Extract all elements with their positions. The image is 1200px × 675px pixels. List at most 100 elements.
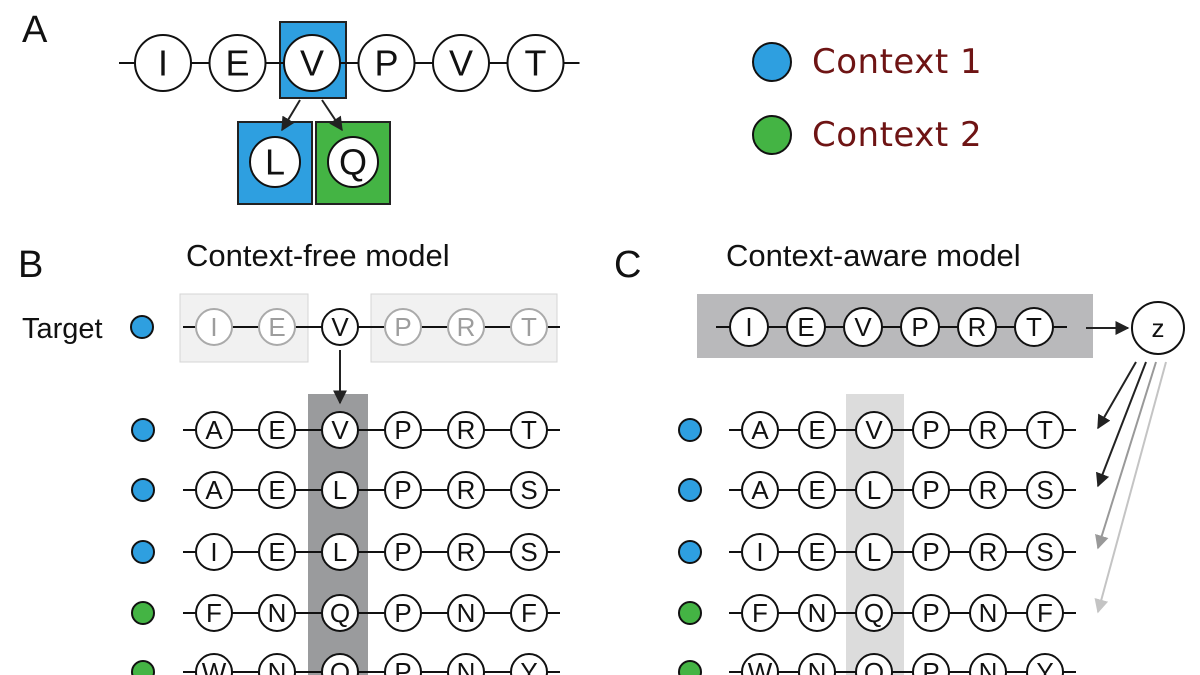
panel-b-row-5-node-1: W [195, 653, 233, 675]
decoder-arrow-2 [1096, 361, 1147, 488]
panel-b-row-5-node-5-letter: N [457, 657, 476, 675]
panel-c-input-sequence-node-4: P [900, 307, 940, 347]
panel-b-row-3-node-4: P [384, 533, 422, 571]
panel-b-row-3-node-3: L [321, 533, 359, 571]
panel-c-row-5-context-dot [678, 660, 702, 675]
panel-c-row-1-node-4-letter: P [922, 415, 939, 445]
panel-c-row-4-node-2-letter: N [808, 598, 827, 628]
panel-c-input-sequence-node-1: I [729, 307, 769, 347]
panel-b-row-3-node-6-circle [510, 533, 548, 571]
panel-c-row-3-node-2-circle [798, 533, 836, 571]
panel-b-row-1-node-1: A [195, 411, 233, 449]
panel-b-row-5-node-3-letter: Q [330, 657, 350, 675]
panel-c-row-1-context-dot [678, 418, 702, 442]
panel-c-row-1-node-6: T [1026, 411, 1064, 449]
panel-b-row-4-node-3: Q [321, 594, 359, 632]
panel-b-row-5-node-2: N [258, 653, 296, 675]
target-sequence-node-3-letter: V [331, 312, 349, 342]
panel-b-row-3-node-1-circle [195, 533, 233, 571]
panel-c-row-5-node-2-letter: N [808, 657, 827, 675]
panel-b-row-5-node-6-circle [510, 653, 548, 675]
panel-b-row-5-node-4: P [384, 653, 422, 675]
panel-a-variant-q-letter: Q [339, 142, 367, 183]
target-sequence-node-6: T [510, 308, 548, 346]
panel-c-row-3-context-dot [678, 540, 702, 564]
legend-label-context2: Context 2 [812, 115, 983, 155]
panel-a-sequence-node-3: V [283, 34, 341, 92]
decoder-arrow-4 [1094, 361, 1167, 614]
panel-b-row-2-node-4-circle [384, 471, 422, 509]
panel-c-row-1-node-6-circle [1026, 411, 1064, 449]
panel-b-row-5-node-4-circle [384, 653, 422, 675]
panel-a-arrow-to-q [321, 99, 343, 132]
panel-b-row-2-node-5-letter: R [457, 475, 476, 505]
panel-b-row-4-node-1-letter: F [206, 598, 222, 628]
panel-c-row-5-node-3-circle [855, 653, 893, 675]
panel-c-row-5-node-2: N [798, 653, 836, 675]
panel-b-row-1-node-5-letter: R [457, 415, 476, 445]
panel-c-row-3-node-5-letter: R [979, 537, 998, 567]
legend-swatch-context1 [752, 42, 792, 82]
panel-b-row-1-node-5: R [447, 411, 485, 449]
panel-a-variant-l-letter: L [265, 142, 285, 183]
panel-c-row-4-node-5: N [969, 594, 1007, 632]
panel-b-row-3-context-dot [131, 540, 155, 564]
panel-b-row-2-node-5-circle [447, 471, 485, 509]
panel-c-row-3-node-4-letter: P [922, 537, 939, 567]
target-sequence-node-5: R [447, 308, 485, 346]
panel-c-row-2-node-2-circle [798, 471, 836, 509]
panel-b-row-1-node-4: P [384, 411, 422, 449]
panel-b-row-5-node-2-letter: N [268, 657, 287, 675]
panel-c-row-2-node-4-circle [912, 471, 950, 509]
panel-c-row-3-node-3-circle [855, 533, 893, 571]
panel-a-sequence-node-6-circle [506, 34, 565, 92]
panel-b-row-2-node-4: P [384, 471, 422, 509]
panel-c-row-4-node-4-circle [912, 594, 950, 632]
panel-b-row-3-node-3-circle [321, 533, 359, 571]
panel-b-row-1-node-2: E [258, 411, 296, 449]
panel-c-row-5-node-1-letter: W [748, 657, 773, 675]
panel-a-variant-q: Q [327, 136, 379, 188]
panel-b-row-5-node-6-letter: Y [520, 657, 537, 675]
target-label: Target [22, 313, 103, 345]
panel-c-input-sequence-node-1-circle [729, 307, 769, 347]
panel-c-row-1-node-6-letter: T [1037, 415, 1053, 445]
panel-b-row-1-node-1-letter: A [205, 415, 223, 445]
panel-c-row-2-node-2: E [798, 471, 836, 509]
panel-b-row-5-node-6: Y [510, 653, 548, 675]
panel-c-row-3-node-3-letter: L [867, 537, 881, 567]
panel-c-row-2-context-dot [678, 478, 702, 502]
panel-a-sequence-node-2-circle [208, 34, 267, 92]
panel-b-row-2-node-1-letter: A [205, 475, 223, 505]
panel-c-row-1-node-1: A [741, 411, 779, 449]
latent-z-letter: z [1152, 313, 1165, 343]
panel-b-row-2-node-2: E [258, 471, 296, 509]
legend-label-context1: Context 1 [812, 42, 983, 82]
panel-b-row-4-node-2-letter: N [268, 598, 287, 628]
panel-b-row-3-node-6-letter: S [520, 537, 537, 567]
panel-b-row-2-node-4-letter: P [394, 475, 411, 505]
panel-b-row-1-node-5-circle [447, 411, 485, 449]
panel-b-row-4-node-2-circle [258, 594, 296, 632]
panel-b-row-1-node-1-circle [195, 411, 233, 449]
panel-c-input-sequence-node-2: E [786, 307, 826, 347]
legend-item-context1: Context 1 [752, 42, 982, 82]
panel-b-row-1-node-6-circle [510, 411, 548, 449]
panel-b-row-5-node-1-letter: W [202, 657, 227, 675]
panel-c-input-sequence-node-6-letter: T [1026, 312, 1042, 342]
panel-a-sequence-node-3-circle [283, 34, 341, 92]
panel-b-row-4-node-6-letter: F [521, 598, 537, 628]
panel-c-row-1-node-1-circle [741, 411, 779, 449]
panel-c-row-2-node-2-letter: E [808, 475, 825, 505]
panel-c-row-2-node-1: A [741, 471, 779, 509]
panel-c-row-3-node-4: P [912, 533, 950, 571]
panel-c-row-3-node-1-letter: I [756, 537, 763, 567]
panel-b-row-4-node-4: P [384, 594, 422, 632]
